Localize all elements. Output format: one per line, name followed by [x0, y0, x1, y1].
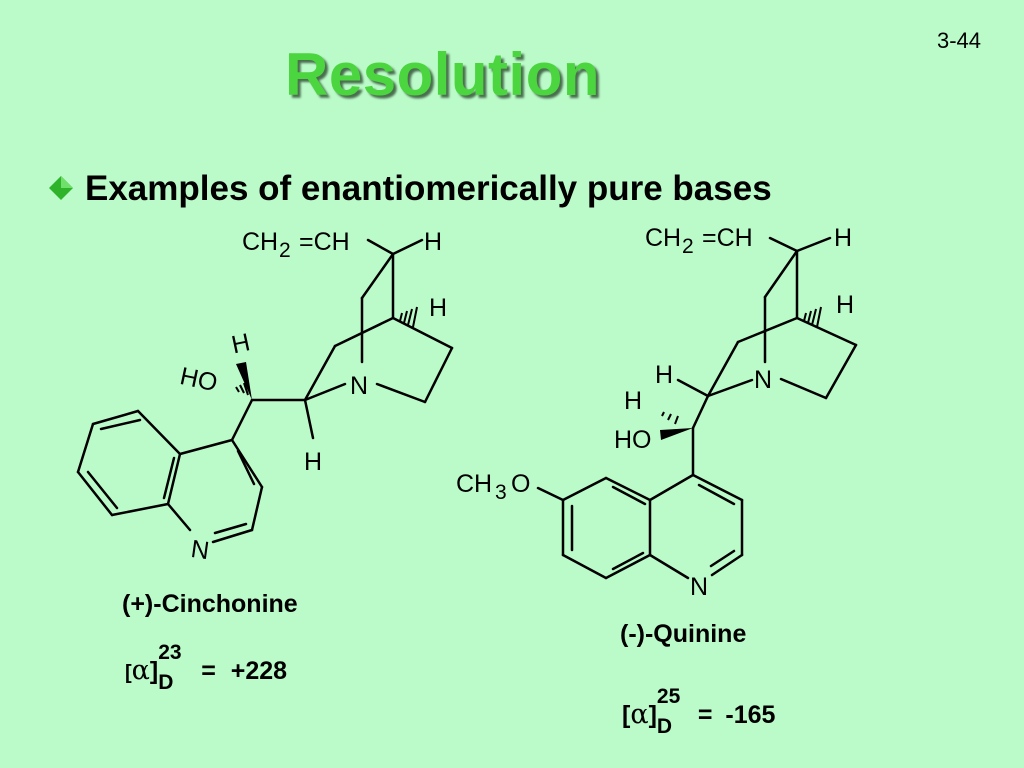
quinine-h-bridge: H	[836, 291, 854, 319]
quinine-name: (-)-Quinine	[620, 620, 747, 648]
bullet-text: Examples of enantiomerically pure bases	[85, 169, 772, 208]
quinine-ho: HO	[614, 426, 652, 454]
rotation-open-bracket: [	[125, 662, 132, 684]
quinine-vinyl-subscript: 2	[682, 235, 694, 258]
quinine-h-top: H	[834, 224, 852, 252]
rotation-alpha-symbol: α	[630, 699, 649, 730]
quinine-methoxy-o: O	[511, 470, 530, 498]
cinchonine-n-quinuclidine: N	[350, 372, 368, 400]
rotation-temperature: 25	[656, 685, 681, 708]
quinine-methoxy-subscript: 3	[495, 481, 507, 504]
slide-title: Resolution	[285, 41, 600, 108]
rotation-d-line: D	[656, 715, 673, 738]
cinchonine-h-carbinol: H	[229, 328, 252, 359]
rotation-equals: =	[697, 701, 713, 729]
diamond-bullet-icon	[49, 176, 73, 200]
quinine-n-quinoline: N	[690, 573, 708, 601]
rotation-temperature: 23	[158, 641, 182, 664]
cinchonine-ho: HO	[178, 362, 221, 397]
rotation-close-bracket: ]	[648, 701, 657, 729]
rotation-alpha-symbol: α	[131, 655, 150, 686]
rotation-value: +228	[230, 657, 288, 685]
quinine-n-quinuclidine: N	[754, 366, 772, 394]
cinchonine-vinyl-ch2: CH	[242, 228, 278, 256]
cinchonine-h-bottom: H	[304, 448, 322, 476]
quinine-h-carbinol: H	[624, 387, 642, 415]
cinchonine-n-quinoline: N	[189, 535, 211, 565]
rotation-close-bracket: ]	[149, 657, 159, 685]
rotation-d-line: D	[158, 671, 174, 694]
rotation-open-bracket: [	[622, 701, 631, 729]
cinchonine-h-bridge: H	[429, 294, 447, 322]
cinchonine-vinyl-subscript: 2	[279, 239, 291, 262]
rotation-value: -165	[725, 701, 776, 729]
quinine-vinyl-ch2: CH	[645, 224, 681, 252]
quinine-h-ring: H	[655, 361, 673, 389]
slide-number: 3-44	[937, 28, 982, 53]
rotation-equals: =	[201, 657, 216, 685]
cinchonine-name: (+)-Cinchonine	[122, 590, 298, 618]
cinchonine-vinyl-ch: =CH	[299, 228, 350, 256]
cinchonine-h-top: H	[424, 228, 442, 256]
quinine-vinyl-ch: =CH	[702, 224, 753, 252]
quinine-methoxy-ch: CH	[456, 470, 492, 498]
